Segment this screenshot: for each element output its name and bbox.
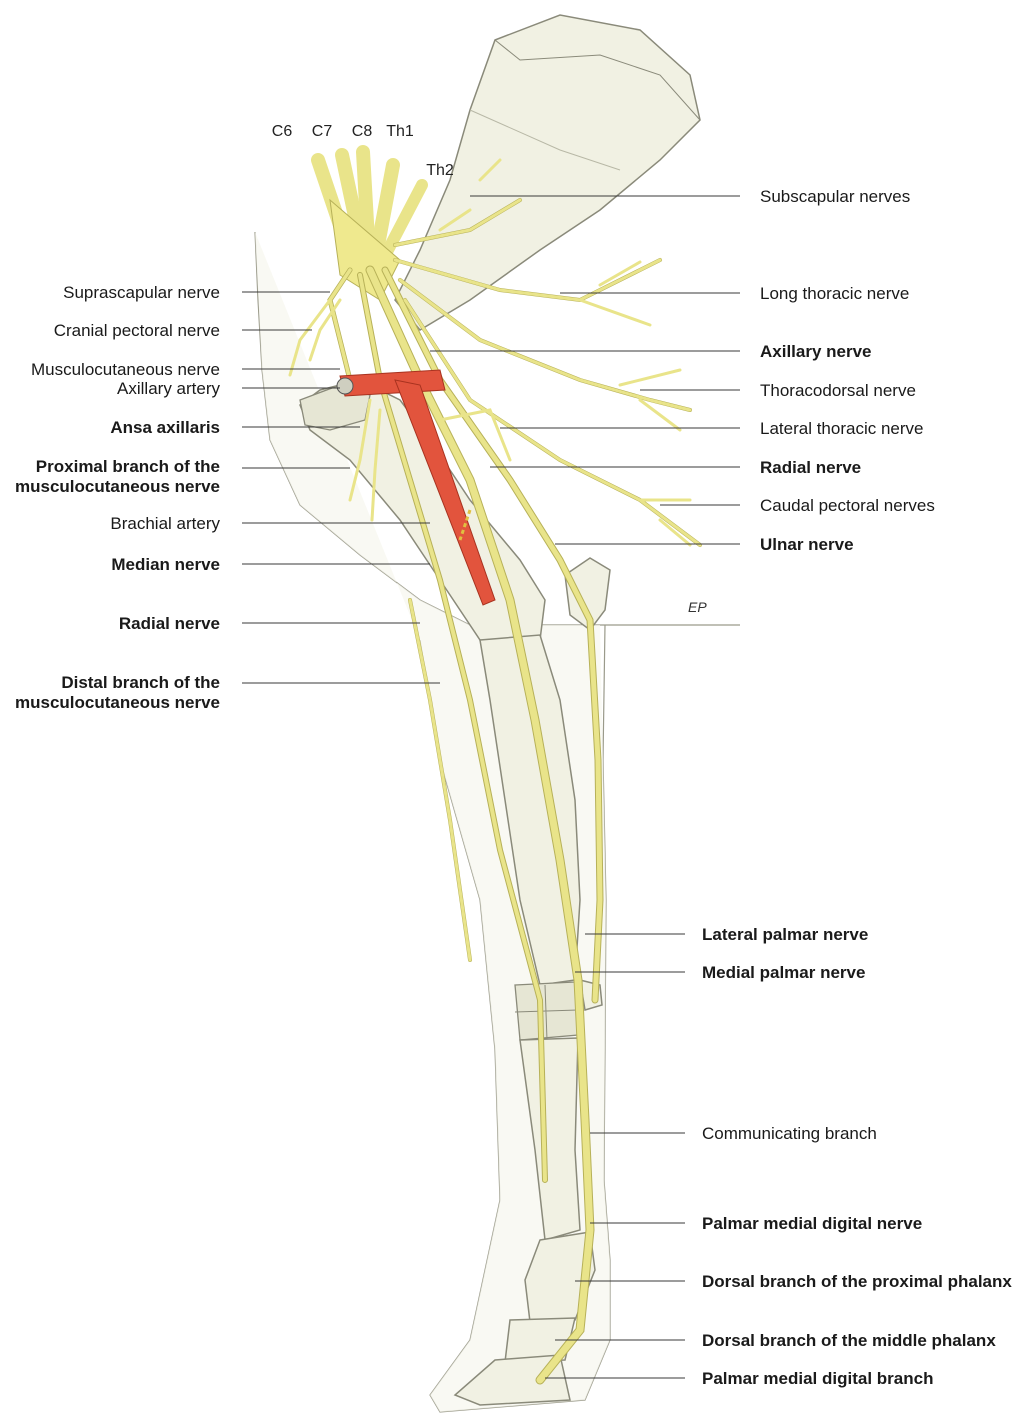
label-long-thoracic-nerve: Long thoracic nerve <box>760 284 909 303</box>
label-palmar-medial-digital-nerve: Palmar medial digital nerve <box>702 1214 922 1233</box>
label-ulnar-nerve: Ulnar nerve <box>760 535 854 554</box>
label-medial-palmar-nerve: Medial palmar nerve <box>702 963 865 982</box>
label-lateral-thoracic-nerve: Lateral thoracic nerve <box>760 419 923 438</box>
root-c8-label: C8 <box>352 123 373 140</box>
label-radial-nerve-left: Radial nerve <box>119 614 220 633</box>
label-brachial-artery: Brachial artery <box>110 514 220 533</box>
label-caudal-pectoral-nerves: Caudal pectoral nerves <box>760 496 935 515</box>
label-lateral-palmar-nerve: Lateral palmar nerve <box>702 925 868 944</box>
label-median-nerve: Median nerve <box>111 555 220 574</box>
label-proximal-branch-line2: musculocutaneous nerve <box>15 477 220 496</box>
artist-signature: EP <box>688 599 707 615</box>
root-c7-label: C7 <box>312 123 333 140</box>
label-cranial-pectoral-nerve: Cranial pectoral nerve <box>54 321 220 340</box>
label-radial-nerve-right: Radial nerve <box>760 458 861 477</box>
root-c6-label: C6 <box>272 123 293 140</box>
label-palmar-medial-digital-branch: Palmar medial digital branch <box>702 1369 933 1388</box>
label-dorsal-branch-proximal-phalanx: Dorsal branch of the proximal phalanx <box>702 1272 1012 1291</box>
label-axillary-artery: Axillary artery <box>117 379 220 398</box>
label-dorsal-branch-middle-phalanx: Dorsal branch of the middle phalanx <box>702 1331 996 1350</box>
label-axillary-nerve: Axillary nerve <box>760 342 872 361</box>
label-suprascapular-nerve: Suprascapular nerve <box>63 283 220 302</box>
label-proximal-branch-line1: Proximal branch of the <box>36 457 220 476</box>
label-distal-branch-line2: musculocutaneous nerve <box>15 693 220 712</box>
label-communicating-branch: Communicating branch <box>702 1124 877 1143</box>
label-ansa-axillaris: Ansa axillaris <box>110 418 220 437</box>
label-subscapular-nerves: Subscapular nerves <box>760 187 910 206</box>
label-musculocutaneous-nerve: Musculocutaneous nerve <box>31 360 220 379</box>
label-thoracodorsal-nerve: Thoracodorsal nerve <box>760 381 916 400</box>
root-th2-label: Th2 <box>426 162 454 179</box>
label-distal-branch-line1: Distal branch of the <box>61 673 220 692</box>
root-th1-label: Th1 <box>386 123 414 140</box>
